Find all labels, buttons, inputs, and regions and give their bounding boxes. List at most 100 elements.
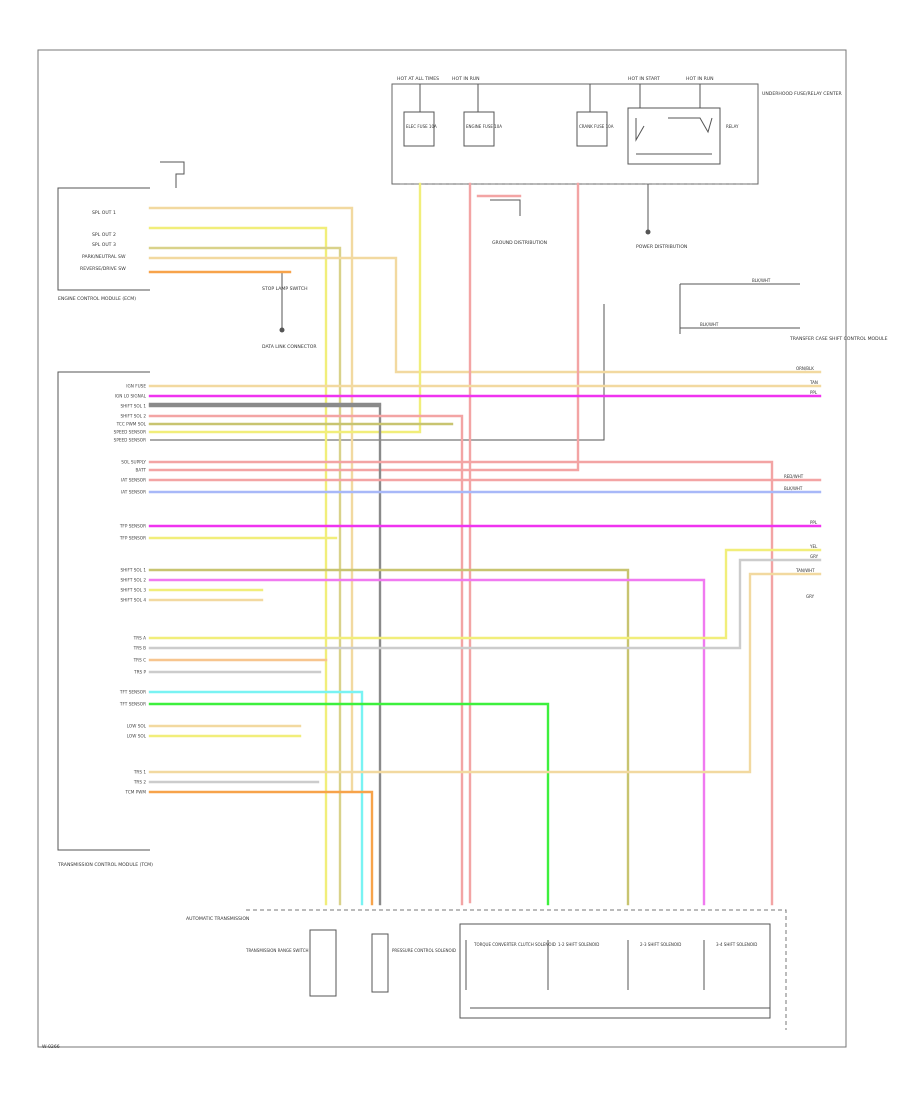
data-link-label: DATA LINK CONNECTOR [262, 344, 317, 350]
tcm-pin-label: TFP SENSOR [119, 536, 146, 541]
tcm-pin-label: SHIFT SOL 3 [120, 588, 146, 593]
edge-label-8: GRY [810, 554, 819, 559]
tc-module-title: TRANSFER CASE SHIFT CONTROL MODULE [789, 336, 888, 342]
wire-tcm-gray [148, 404, 382, 906]
fuse-crank-label: CRANK FUSE 10A [579, 124, 614, 129]
wire-fuse-yellow [148, 182, 422, 434]
diagram-frame [37, 49, 847, 1048]
solenoid-coils [465, 940, 705, 990]
tcm-pin-label: BATT [136, 468, 147, 473]
solenoid-block [459, 923, 771, 1019]
fuse-box-title: UNDERHOOD FUSE/RELAY CENTER [762, 91, 843, 97]
tcm-pin-label: TRS 1 [133, 770, 146, 775]
tcm-pin-label: SHIFT SOL 1 [120, 568, 146, 573]
power-dist-label: POWER DISTRIBUTION [636, 244, 687, 250]
wire-ecm-2 [148, 226, 328, 906]
tcm-pin-label: SHIFT SOL 4 [120, 598, 146, 603]
stop-lamp-splice: STOP LAMP SWITCH DATA LINK CONNECTOR [262, 272, 317, 350]
ground-stub [490, 199, 521, 216]
fuse-header-1: HOT AT ALL TIMES [397, 76, 439, 82]
fuse-box-outline [391, 83, 759, 185]
relay-switch [635, 117, 713, 155]
shift-23-label: 2-3 SHIFT SOLENOID [640, 942, 681, 947]
tc-wire-2: BLK/WHT [700, 322, 719, 327]
ecm-pin-1: SPL OUT 1 [92, 210, 116, 216]
wire-harness [148, 182, 822, 906]
fuse-relay-center: HOT AT ALL TIMES HOT IN RUN HOT IN START… [391, 76, 843, 185]
wire-tcm-gray-2 [148, 558, 822, 650]
pcs-label: PRESSURE CONTROL SOLENOID [392, 948, 456, 953]
edge-label-6: PPL [810, 520, 818, 525]
edge-label-3: PPL [810, 390, 818, 395]
tcm-pin-label: SHIFT SOL 1 [120, 404, 146, 409]
ecm-pin-5: REVERSE/DRIVE SW [80, 266, 126, 272]
wire-tcm-yellow-4 [148, 548, 822, 640]
tcm-pin-label: TRS P [133, 670, 146, 675]
wire-ecm-4 [148, 256, 822, 374]
tcm-pin-label: TFT SENSOR [119, 690, 146, 695]
transfer-case-module: BLK/WHT BLK/WHT TRANSFER CASE SHIFT CONT… [150, 278, 888, 441]
wire-tcm-violet [148, 578, 706, 906]
fuse-elec [403, 111, 435, 147]
ecm-pin-4: PARK/NEUTRAL SW [82, 254, 126, 260]
tcm-pin-label: TRS A [133, 636, 146, 641]
fuse-header-3: HOT IN START [628, 76, 660, 82]
footer-code: W-0266 [42, 1044, 60, 1050]
pcs-body [371, 933, 389, 993]
tcm-pin-label: LOW SOL [127, 734, 147, 739]
tcm-pin-label: LOW SOL [127, 724, 147, 729]
stop-lamp-node [279, 327, 285, 333]
edge-label-7: YEL [809, 544, 818, 549]
tcm-pin-label: TRS 2 [133, 780, 146, 785]
edge-label-5: BLK/WHT [784, 486, 803, 491]
tc-wire-1: BLK/WHT [752, 278, 771, 283]
edge-label-9: TAN/WHT [795, 568, 815, 573]
transmission-title: AUTOMATIC TRANSMISSION [186, 916, 249, 922]
wire-tcm-tan-5 [148, 572, 822, 774]
edge-label-4: RED/WHT [784, 474, 804, 479]
wire-tcm-olive-2 [148, 568, 630, 906]
tcm-pin-label: TRS C [133, 658, 146, 663]
shift-34-label: 3-4 SHIFT SOLENOID [716, 942, 757, 947]
tcm-pin-label: TFP SENSOR [119, 524, 146, 529]
tcm-pin-label: SHIFT SOL 2 [120, 578, 146, 583]
fuse-header-4: HOT IN RUN [686, 76, 714, 82]
edge-label-10: GRY [806, 594, 815, 599]
fuse-engine [463, 111, 495, 147]
wire-tcm-pink [148, 414, 464, 906]
wire-tcm-green [148, 702, 550, 906]
tcm-pin-label: IGN LO SIGNAL [115, 394, 147, 399]
tcm-pin-label: IAT SENSOR [121, 478, 146, 483]
tcm-outline [57, 371, 150, 851]
tcm-pin-label: TRS B [133, 646, 146, 651]
trs-body [309, 929, 337, 997]
fuse-header-2: HOT IN RUN [452, 76, 480, 82]
wire-tcm-pink-2 [148, 460, 774, 906]
ground-splice: POWER DISTRIBUTION GROUND DISTRIBUTION [490, 184, 687, 250]
ecm-top-stub [160, 161, 185, 188]
wire-fuse-pink-2 [148, 182, 580, 472]
stop-lamp-label: STOP LAMP SWITCH [262, 286, 308, 292]
transmission-outline [246, 909, 787, 1030]
ecm-pin-3: SPL OUT 3 [92, 242, 116, 248]
ecm-module: SPL OUT 1 SPL OUT 2 SPL OUT 3 PARK/NEUTR… [57, 161, 185, 302]
tcc-label: TORQUE CONVERTER CLUTCH SOLENOID [473, 942, 556, 947]
fuse-feed-lines [419, 84, 701, 112]
tcm-pin-label: SPEED SENSOR [114, 430, 146, 435]
tcm-pin-label: SOL SUPPLY [121, 460, 146, 465]
tcm-pin-label: IAT SENSOR [121, 490, 146, 495]
tcm-pin-label: TCC PWM SOL [116, 422, 147, 427]
edge-label-2: TAN [809, 380, 818, 385]
automatic-transmission: AUTOMATIC TRANSMISSION TRANSMISSION RANG… [186, 909, 787, 1030]
fuse-elec-label: ELEC FUSE 10A [406, 124, 437, 129]
wire-ecm-3 [148, 246, 342, 906]
fuse-crank [576, 111, 608, 147]
tcm-pin-label: SHIFT SOL 2 [120, 414, 146, 419]
wire-ecm-1 [148, 206, 354, 792]
edge-label-1: ORN/BLK [796, 366, 814, 371]
ground-label: GROUND DISTRIBUTION [492, 240, 547, 246]
ecm-outline [57, 187, 150, 291]
relay-label: RELAY [726, 124, 739, 129]
